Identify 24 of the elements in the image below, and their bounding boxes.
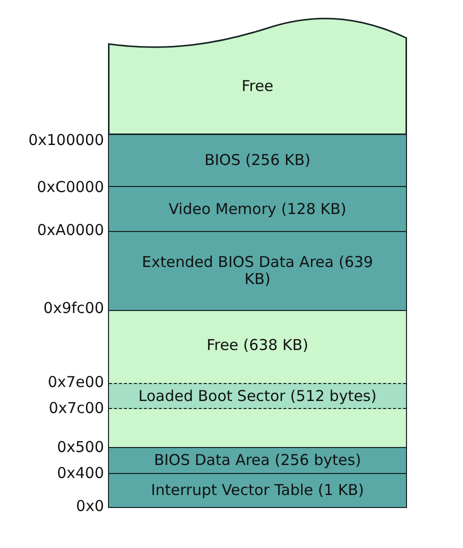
region-label: BIOS Data Area (256 bytes) [154,452,362,469]
address-label: 0x7e00 [48,373,104,391]
region-label: Free (638 KB) [206,337,308,354]
memory-region [108,134,407,187]
memory-region [108,231,407,311]
memory-region [108,310,407,448]
address-label: 0xA0000 [37,221,104,239]
address-label: 0x7c00 [48,399,104,417]
address-label: 0x0 [76,497,104,515]
address-label: 0x400 [56,464,104,482]
memory-region [108,447,407,474]
boot-sector-band [109,383,406,409]
address-label: 0xC0000 [36,178,104,196]
memory-region [108,186,407,232]
memory-region [108,473,407,508]
region-label: BIOS (256 KB) [204,152,311,169]
address-label: 0x9fc00 [43,299,104,317]
region-label: Video Memory (128 KB) [168,200,346,218]
region-label: Loaded Boot Sector (512 bytes) [138,388,377,404]
region-label: Extended BIOS Data Area (639 KB) [140,254,374,288]
region-label: Free [242,78,274,95]
region-label: Interrupt Vector Table (1 KB) [150,482,364,499]
address-label: 0x100000 [28,131,104,149]
address-label: 0x500 [56,438,104,456]
